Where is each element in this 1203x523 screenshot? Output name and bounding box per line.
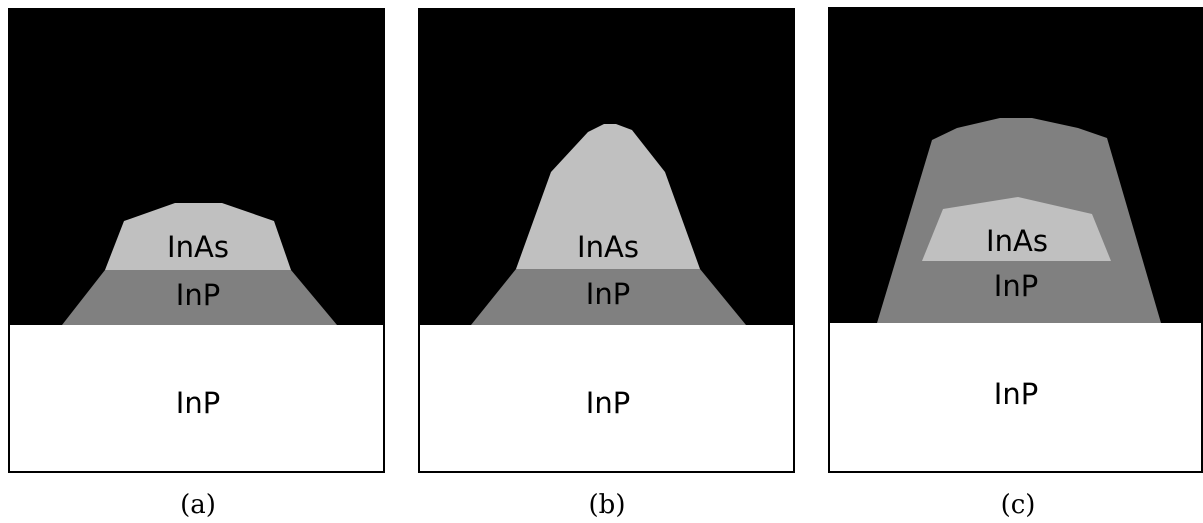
panel-b-inas-label: InAs — [577, 230, 639, 264]
panel-c-inas-layer — [922, 197, 1111, 261]
panel-c-substrate — [829, 323, 1202, 472]
panel-a-inas-label: InAs — [167, 230, 229, 264]
panel-a-substrate-label: InP — [176, 386, 220, 420]
panel-c-inas-label: InAs — [986, 224, 1048, 258]
panel-a-inp-layer-label: InP — [176, 278, 220, 312]
panel-c-frame — [828, 7, 1203, 473]
panel-b-inp-layer — [471, 269, 746, 325]
panel-b-inas-layer — [516, 124, 700, 269]
panel-a: InAs InP InP (a) — [8, 8, 385, 520]
panel-c-caption: (c) — [1001, 490, 1036, 520]
panel-c-inp-layer-label: InP — [994, 269, 1038, 303]
panel-c: InAs InP InP (c) — [828, 7, 1203, 520]
panel-b-frame — [418, 8, 795, 473]
panel-a-inp-layer — [62, 270, 337, 325]
panel-b-caption: (b) — [589, 490, 626, 520]
panel-b-substrate-label: InP — [586, 386, 630, 420]
panel-a-caption: (a) — [180, 490, 216, 520]
panel-b-substrate — [419, 325, 794, 472]
panel-a-substrate — [9, 325, 384, 472]
panel-a-inas-layer — [105, 203, 291, 270]
panel-c-substrate-label: InP — [994, 377, 1038, 411]
panel-b: InAs InP InP (b) — [418, 8, 795, 520]
panel-b-inp-layer-label: InP — [586, 277, 630, 311]
panel-a-frame — [8, 8, 385, 473]
